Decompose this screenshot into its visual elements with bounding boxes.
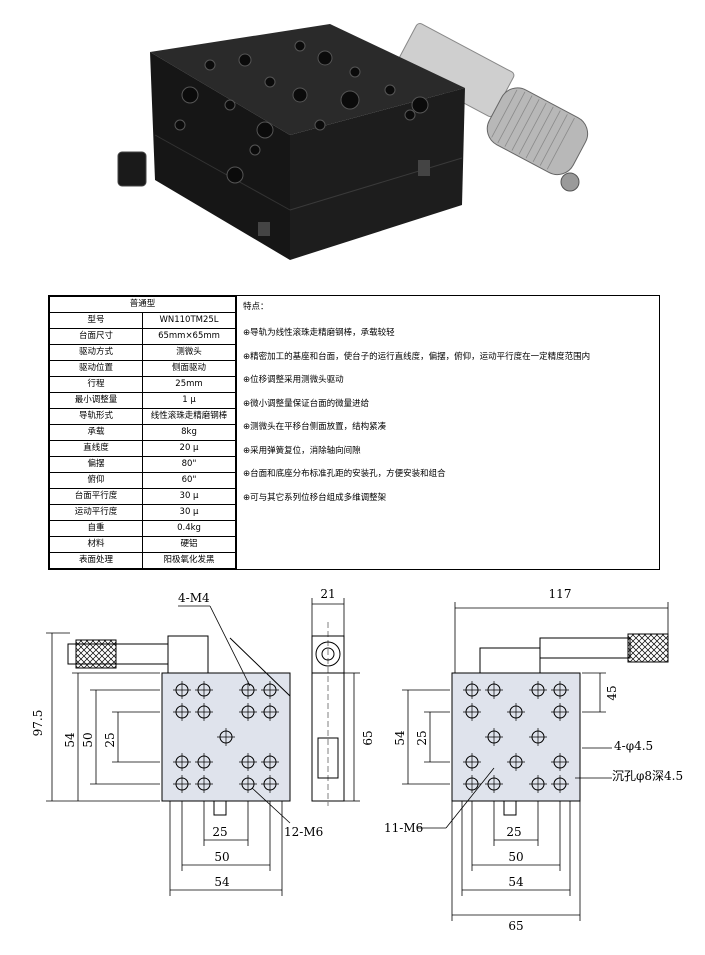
right-view: 117 54 25 45 25 50 54 65 4-φ4.5 沉孔φ8深4.5… <box>384 587 683 933</box>
product-photo <box>117 23 589 260</box>
dim-50: 50 <box>81 732 95 747</box>
spec-header: 普通型 <box>49 296 236 313</box>
dim-bottom-50: 50 <box>508 850 523 864</box>
dim-bottom-25: 25 <box>506 825 521 839</box>
table-row: 驱动方式测微头 <box>49 344 236 361</box>
list-item: ⊕测微头在平移台侧面放置，结构紧凑 <box>243 422 387 432</box>
features-list: 特点： ⊕导轨为线性滚珠走精磨钢棒，承载较轻 ⊕精密加工的基座和台面，使台子的运… <box>236 296 659 569</box>
dim-bottom-54: 54 <box>508 875 524 889</box>
list-item: ⊕可与其它系列位移台组成多维调整架 <box>243 492 387 503</box>
dim-bottom-25: 25 <box>212 825 227 839</box>
dim-bottom-54: 54 <box>214 875 230 889</box>
label-12-m6: 12-M6 <box>284 825 323 839</box>
list-item: ⊕微小调整量保证台面的微量进给 <box>243 398 370 409</box>
dim-54: 54 <box>63 732 77 748</box>
label-4-m4: 4-M4 <box>178 591 210 605</box>
label-counterbore: 沉孔φ8深4.5 <box>612 769 683 783</box>
technical-drawing: 97.5 54 50 25 25 50 54 4-M4 12-M6 21 65 <box>31 587 683 933</box>
list-item: ⊕导轨为线性滚珠走精磨钢棒，承载较轻 <box>243 328 395 338</box>
dim-bottom-65: 65 <box>508 919 523 933</box>
dim-25: 25 <box>415 730 429 745</box>
table-row: 材料硬铝 <box>49 536 236 553</box>
label-phi-4-5: 4-φ4.5 <box>614 739 653 753</box>
table-row: 驱动位置侧面驱动 <box>49 360 236 377</box>
dim-117: 117 <box>549 587 572 601</box>
dim-65: 65 <box>361 730 375 745</box>
label-11-m6: 11-M6 <box>384 821 423 835</box>
dim-25: 25 <box>103 732 117 747</box>
dim-bottom-50: 50 <box>214 850 229 864</box>
list-item: ⊕位移调整采用测微头驱动 <box>243 375 344 385</box>
list-item: ⊕精密加工的基座和台面，使台子的运行直线度，偏摆，俯仰，运动平行度在一定精度范围… <box>243 351 591 362</box>
list-item: ⊕台面和底座分布标准孔距的安装孔，方便安装和组合 <box>243 469 446 479</box>
left-view: 97.5 54 50 25 25 50 54 4-M4 12-M6 <box>31 591 323 896</box>
side-view: 21 65 <box>311 587 375 806</box>
dim-97-5: 97.5 <box>31 710 45 737</box>
dim-54: 54 <box>393 730 407 746</box>
table-row: 导轨形式线性滚珠走精磨钢棒 <box>49 408 236 425</box>
features-title: 特点： <box>243 302 269 312</box>
dim-45: 45 <box>605 685 619 700</box>
dim-21: 21 <box>320 587 335 601</box>
micrometer-image <box>395 23 589 192</box>
table-row: 表面处理阳极氧化发黑 <box>49 552 236 569</box>
list-item: ⊕采用弹簧复位，消除轴向间隙 <box>243 445 361 456</box>
